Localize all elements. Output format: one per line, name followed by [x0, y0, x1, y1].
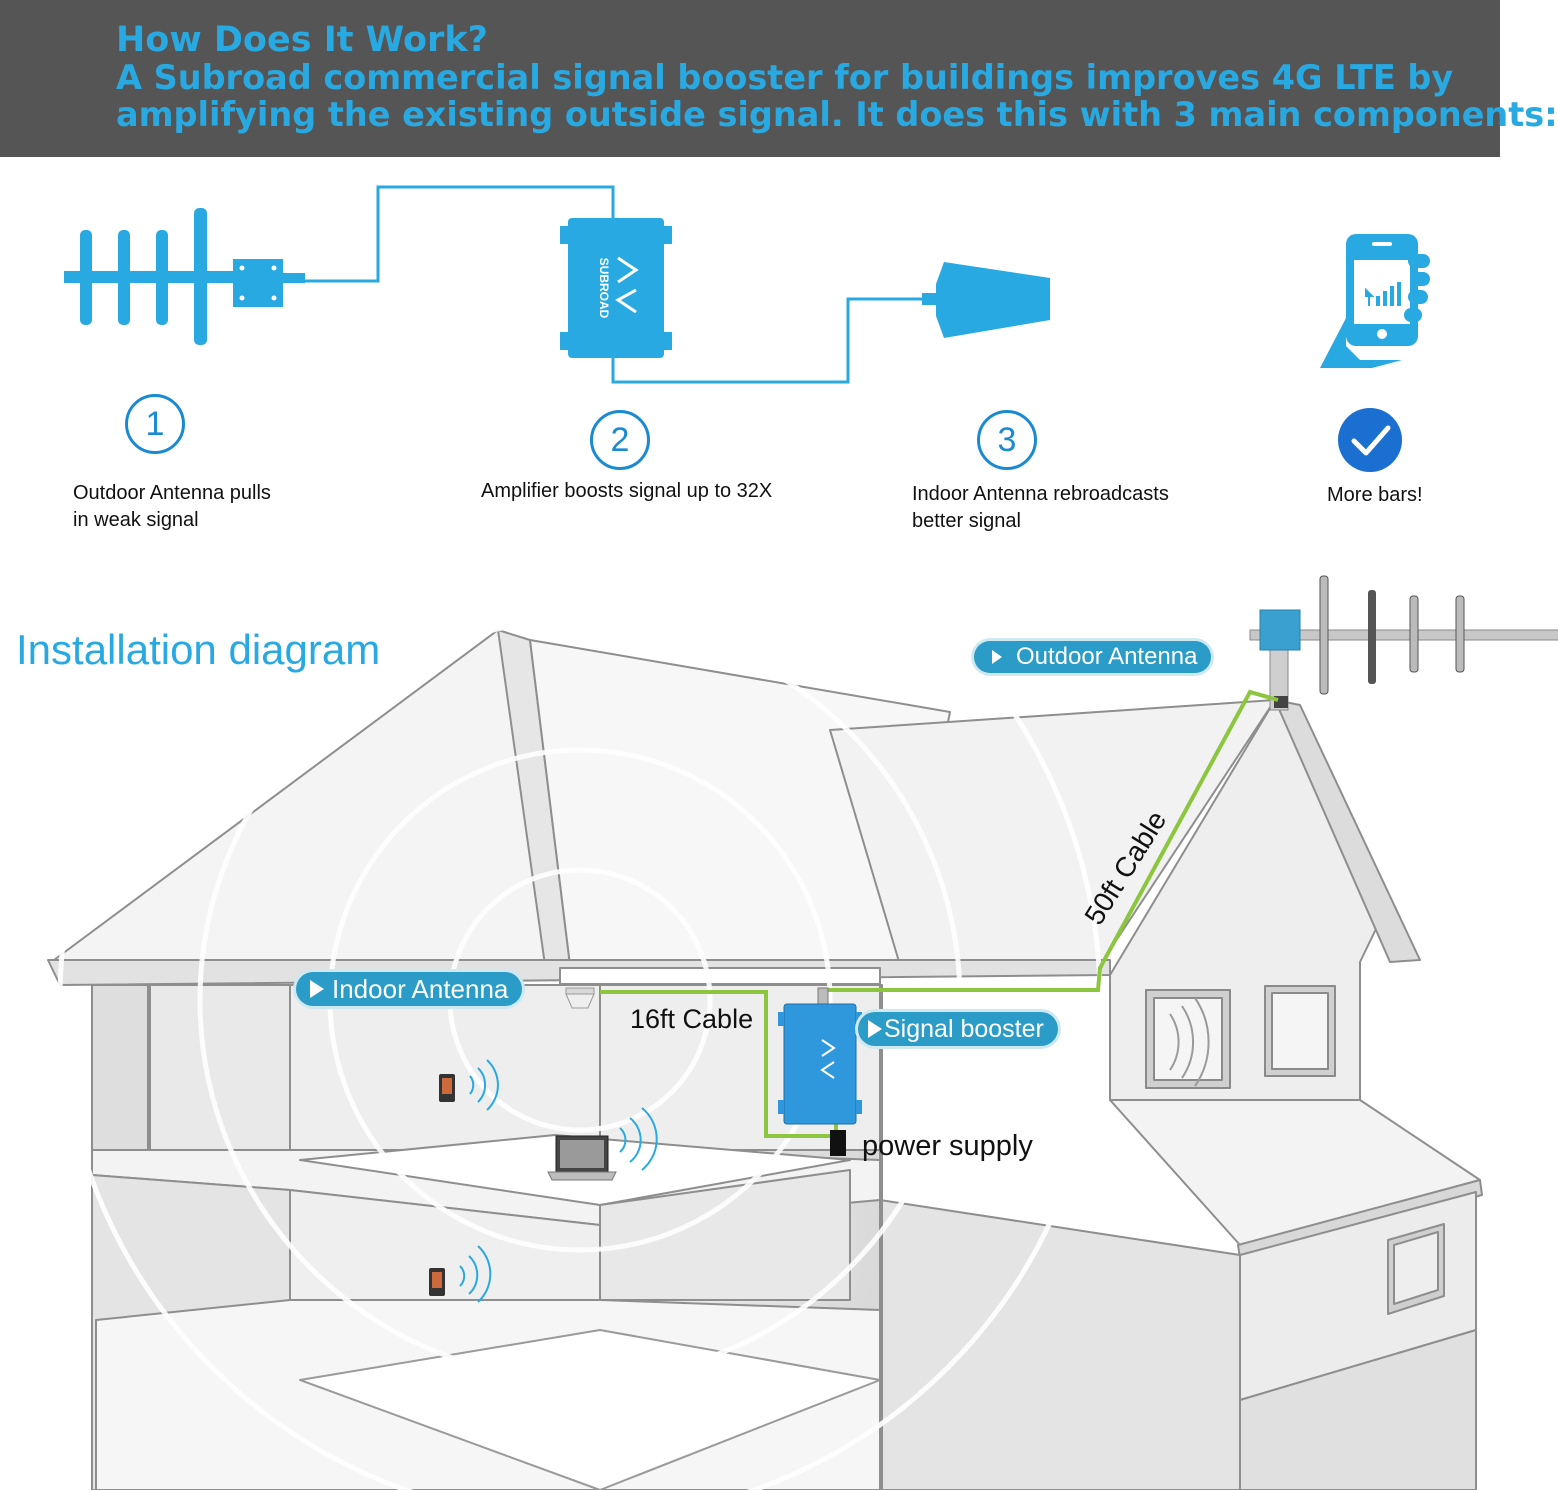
outdoor-antenna-device	[1249, 575, 1558, 711]
house-illustration	[47, 629, 1483, 1490]
amplifier-icon: SUBROAD	[560, 218, 672, 358]
cable-50ft	[822, 689, 1279, 992]
step-2-number: 2	[590, 410, 650, 470]
phone-icon	[439, 1059, 499, 1111]
callout-indoor-antenna-label: Indoor Antenna	[332, 974, 509, 1004]
left-roof	[53, 629, 571, 966]
step-1-line-1: Outdoor Antenna pulls	[73, 482, 271, 504]
callout-outdoor-antenna: Outdoor Antenna	[974, 641, 1212, 673]
panel-antenna-icon	[922, 262, 1050, 338]
step-2-text: Amplifier boosts signal up to 32X	[481, 478, 772, 505]
phone-icon-lower	[429, 1245, 492, 1303]
play-icon	[868, 1020, 882, 1038]
signal-booster-device	[778, 987, 862, 1125]
play-icon	[310, 980, 324, 998]
step-3-line-1: Indoor Antenna rebroadcasts	[912, 483, 1169, 505]
callout-indoor-antenna: Indoor Antenna	[296, 972, 523, 1006]
step-1-text: Outdoor Antenna pulls in weak signal	[73, 480, 271, 534]
step-1-line-2: in weak signal	[73, 509, 199, 531]
laptop-icon	[547, 1107, 658, 1181]
header-description-line-1: A Subroad commercial signal booster for …	[116, 58, 1454, 97]
amplifier-brand-text: SUBROAD	[597, 258, 611, 319]
window-signal-waves	[1169, 997, 1210, 1087]
step-4-text: More bars!	[1327, 482, 1423, 509]
yagi-antenna-icon	[64, 208, 305, 345]
header-description-line-2: amplifying the existing outside signal. …	[116, 95, 1558, 134]
installation-diagram-title: Installation diagram	[16, 626, 381, 673]
phone-hand-icon	[1320, 234, 1430, 368]
cable-antenna-to-amplifier	[305, 185, 615, 283]
check-icon	[1338, 408, 1402, 472]
step-3-text: Indoor Antenna rebroadcasts better signa…	[912, 481, 1169, 535]
power-supply-device	[830, 1130, 846, 1156]
cable-amplifier-to-indoor	[611, 297, 925, 384]
step-2-line-1: Amplifier boosts signal up to 32X	[481, 480, 773, 502]
step-3-number: 3	[977, 410, 1037, 470]
callout-signal-booster: Signal booster	[858, 1012, 1058, 1046]
callout-signal-booster-label: Signal booster	[884, 1015, 1044, 1043]
header-title: How Does It Work?	[116, 20, 488, 60]
label-16ft-cable: 16ft Cable	[630, 1004, 754, 1034]
illustration: SUBROAD	[47, 185, 1558, 1490]
callout-outdoor-antenna-label: Outdoor Antenna	[1016, 643, 1198, 670]
step-1-number: 1	[125, 394, 185, 454]
step-4-line-1: More bars!	[1327, 484, 1423, 506]
indoor-antenna-device	[565, 987, 595, 1009]
header-banner: How Does It Work? A Subroad commercial s…	[0, 0, 1558, 157]
label-power-supply: power supply	[862, 1130, 1033, 1162]
step-3-line-2: better signal	[912, 510, 1021, 532]
play-icon	[992, 650, 1002, 664]
